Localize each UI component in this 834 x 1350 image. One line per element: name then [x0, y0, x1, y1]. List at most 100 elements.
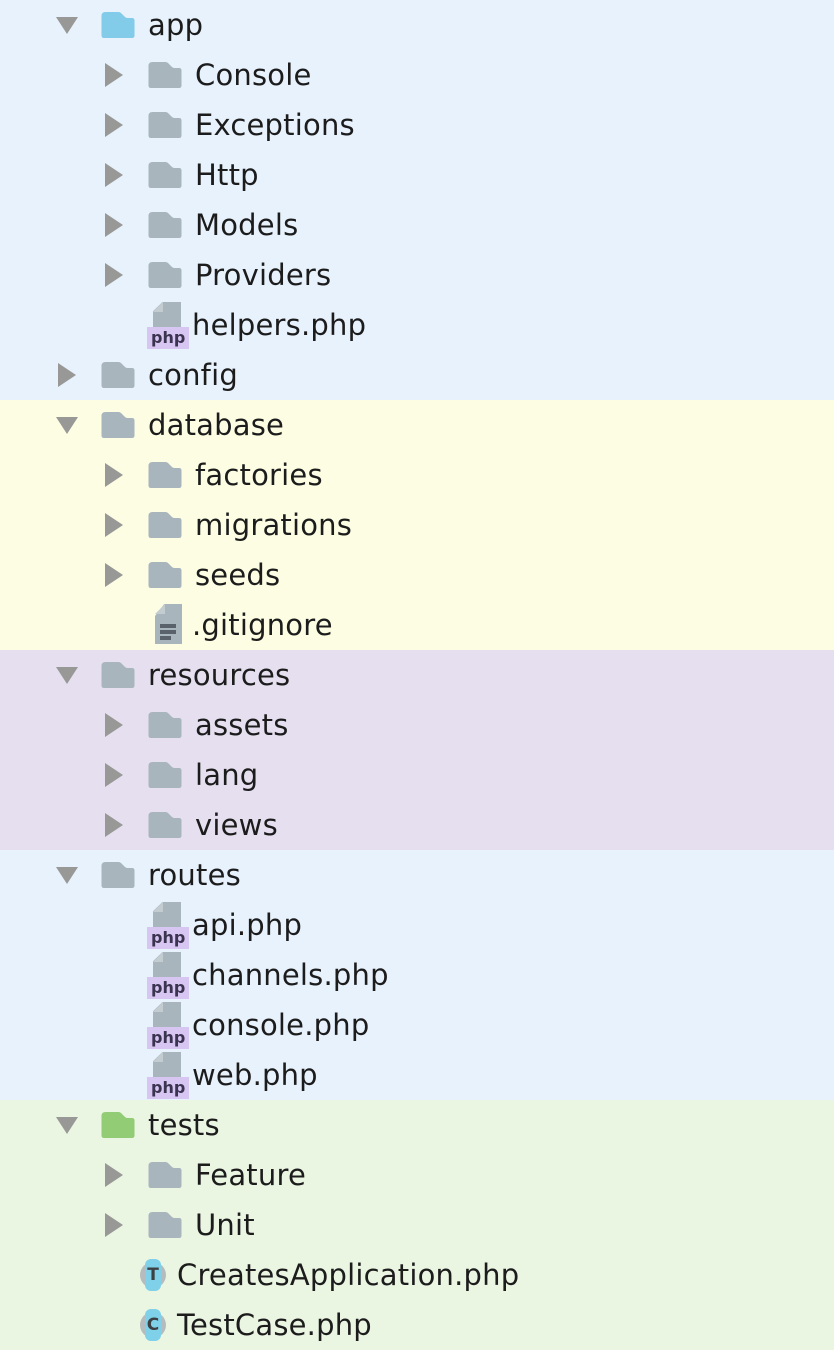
- section-routes: routes php api.php php channels.php php …: [0, 850, 834, 1100]
- row-label: TestCase.php: [177, 1308, 372, 1342]
- disclosure-collapsed-icon[interactable]: [103, 162, 125, 188]
- row-label: Http: [195, 158, 259, 192]
- section-tests: tests Feature Unit T CreatesApplication.…: [0, 1100, 834, 1350]
- disclosure-collapsed-icon[interactable]: [103, 812, 125, 838]
- disclosure-expanded-icon[interactable]: [56, 12, 78, 38]
- row-label: app: [148, 8, 204, 42]
- tree-row-database[interactable]: database: [0, 400, 834, 450]
- tree-row-models[interactable]: Models: [0, 200, 834, 250]
- tree-row-console[interactable]: Console: [0, 50, 834, 100]
- tree-row-app[interactable]: app: [0, 0, 834, 50]
- tree-row-testcase-php[interactable]: C TestCase.php: [0, 1300, 834, 1350]
- row-label: routes: [148, 858, 241, 892]
- php-file-icon: php: [147, 901, 190, 949]
- folder-icon: [147, 260, 183, 290]
- tree-row-helpers-php[interactable]: php helpers.php: [0, 300, 834, 350]
- php-file-icon: php: [147, 951, 190, 999]
- document-fold: [153, 1052, 163, 1062]
- tree-row-config[interactable]: config: [0, 350, 834, 400]
- php-badge-label: php: [147, 1077, 190, 1099]
- tree-row-seeds[interactable]: seeds: [0, 550, 834, 600]
- document-fold: [155, 604, 165, 614]
- disclosure-expanded-icon[interactable]: [56, 662, 78, 688]
- disclosure-collapsed-icon[interactable]: [103, 112, 125, 138]
- tree-row-console-php[interactable]: php console.php: [0, 1000, 834, 1050]
- row-label: database: [148, 408, 285, 442]
- document-fold: [153, 302, 163, 312]
- tree-row-web-php[interactable]: php web.php: [0, 1050, 834, 1100]
- row-label: console.php: [192, 1008, 370, 1042]
- folder-icon: [147, 710, 183, 740]
- folder-icon: [147, 560, 183, 590]
- folder-icon: [100, 410, 136, 440]
- tree-row-lang[interactable]: lang: [0, 750, 834, 800]
- row-label: .gitignore: [192, 608, 333, 642]
- disclosure-collapsed-icon[interactable]: [103, 462, 125, 488]
- tree-row-createsapplication-php[interactable]: T CreatesApplication.php: [0, 1250, 834, 1300]
- row-label: factories: [195, 458, 323, 492]
- folder-icon: [147, 1160, 183, 1190]
- row-label: seeds: [195, 558, 281, 592]
- text-file-icon: [147, 601, 187, 649]
- tree-row-factories[interactable]: factories: [0, 450, 834, 500]
- tree-row-gitignore[interactable]: .gitignore: [0, 600, 834, 650]
- disclosure-collapsed-icon[interactable]: [103, 1162, 125, 1188]
- folder-icon: [100, 860, 136, 890]
- row-label: resources: [148, 658, 291, 692]
- disclosure-collapsed-icon[interactable]: [103, 212, 125, 238]
- php-file-icon: php: [147, 1001, 190, 1049]
- type-letter: T: [145, 1259, 161, 1291]
- row-label: web.php: [192, 1058, 318, 1092]
- tree-row-feature[interactable]: Feature: [0, 1150, 834, 1200]
- row-label: views: [195, 808, 278, 842]
- tree-row-migrations[interactable]: migrations: [0, 500, 834, 550]
- disclosure-collapsed-icon[interactable]: [103, 562, 125, 588]
- document-fold: [153, 952, 163, 962]
- disclosure-collapsed-icon[interactable]: [103, 712, 125, 738]
- disclosure-expanded-icon[interactable]: [56, 862, 78, 888]
- disclosure-collapsed-icon[interactable]: [103, 512, 125, 538]
- tree-row-http[interactable]: Http: [0, 150, 834, 200]
- row-label: tests: [148, 1108, 220, 1142]
- php-badge-label: php: [147, 327, 190, 349]
- row-label: Providers: [195, 258, 332, 292]
- row-label: api.php: [192, 908, 303, 942]
- tree-row-channels-php[interactable]: php channels.php: [0, 950, 834, 1000]
- disclosure-collapsed-icon[interactable]: [103, 1212, 125, 1238]
- folder-icon: [147, 760, 183, 790]
- folder-icon: [100, 360, 136, 390]
- disclosure-expanded-icon[interactable]: [56, 412, 78, 438]
- php-badge-label: php: [147, 927, 190, 949]
- disclosure-collapsed-icon[interactable]: [103, 62, 125, 88]
- tree-row-assets[interactable]: assets: [0, 700, 834, 750]
- disclosure-collapsed-icon[interactable]: [103, 762, 125, 788]
- tree-row-routes[interactable]: routes: [0, 850, 834, 900]
- folder-icon: [100, 660, 136, 690]
- disclosure-collapsed-icon[interactable]: [56, 362, 78, 388]
- tree-row-unit[interactable]: Unit: [0, 1200, 834, 1250]
- tree-row-tests[interactable]: tests: [0, 1100, 834, 1150]
- disclosure-expanded-icon[interactable]: [56, 1112, 78, 1138]
- row-label: lang: [195, 758, 259, 792]
- row-label: config: [148, 358, 238, 392]
- row-label: Console: [195, 58, 312, 92]
- section-database: database factories migrations seeds .git…: [0, 400, 834, 650]
- folder-icon: [100, 10, 136, 40]
- row-label: assets: [195, 708, 289, 742]
- row-label: channels.php: [192, 958, 389, 992]
- php-badge-label: php: [147, 1027, 190, 1049]
- tree-row-resources[interactable]: resources: [0, 650, 834, 700]
- type-letter: C: [145, 1309, 161, 1341]
- disclosure-collapsed-icon[interactable]: [103, 262, 125, 288]
- tree-row-api-php[interactable]: php api.php: [0, 900, 834, 950]
- tree-row-providers[interactable]: Providers: [0, 250, 834, 300]
- folder-icon: [147, 210, 183, 240]
- php-badge-label: php: [147, 977, 190, 999]
- folder-icon: [147, 810, 183, 840]
- tree-row-exceptions[interactable]: Exceptions: [0, 100, 834, 150]
- row-label: Feature: [195, 1158, 306, 1192]
- section-resources: resources assets lang views: [0, 650, 834, 850]
- php-file-icon: php: [147, 301, 190, 349]
- row-label: Unit: [195, 1208, 255, 1242]
- tree-row-views[interactable]: views: [0, 800, 834, 850]
